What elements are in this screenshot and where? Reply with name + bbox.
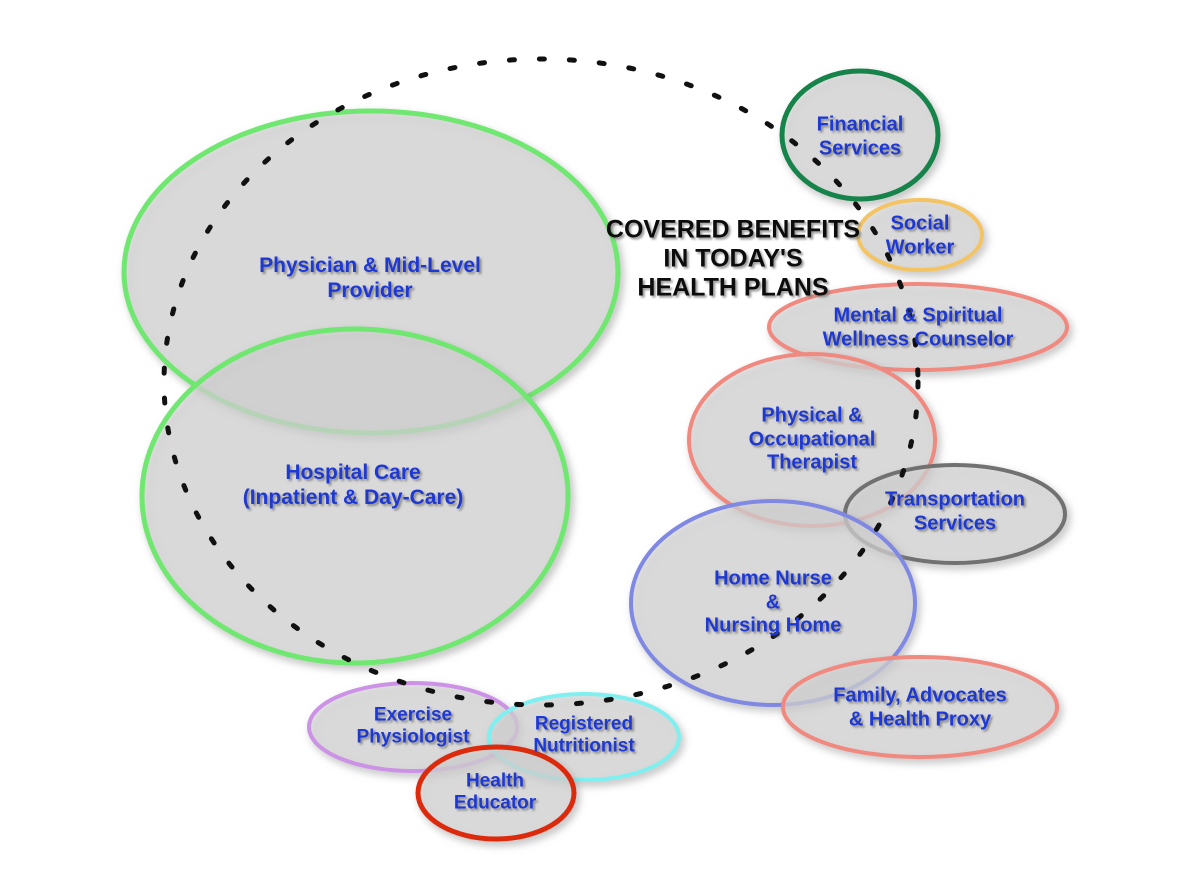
dotted-boundary-ellipse	[161, 56, 921, 708]
family-advocates-health-proxy-ellipse	[781, 655, 1059, 759]
health-educator-ellipse	[415, 744, 577, 842]
diagram-title-line-2: IN TODAY'S	[663, 244, 803, 273]
ellipse-layer	[121, 68, 1069, 842]
hospital-care-ellipse	[139, 326, 571, 666]
financial-services-ellipse	[779, 68, 941, 202]
diagram-title-line-1: COVERED BENEFITS	[605, 215, 861, 244]
diagram-title: COVERED BENEFITS IN TODAY'S HEALTH PLANS	[606, 216, 860, 303]
diagram-title-line-3: HEALTH PLANS	[637, 273, 829, 302]
social-worker-ellipse	[856, 198, 984, 272]
home-nurse-nursing-home-ellipse	[629, 499, 917, 707]
